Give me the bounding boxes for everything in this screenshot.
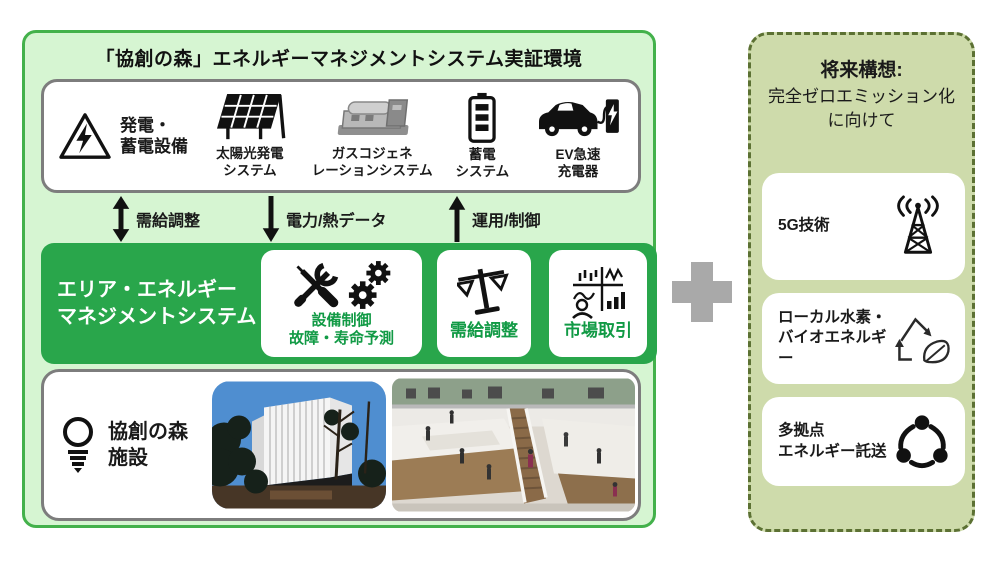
function-label: 市場取引 <box>564 321 632 341</box>
future-item-hydrogen-bio: ローカル水素・ バイオエネルギー <box>762 293 965 384</box>
ev-charger-label: EV急速 充電器 <box>555 146 601 179</box>
future-vision-title: 将来構想: 完全ゼロエミッション化 に向けて <box>768 60 955 131</box>
future-item-label: 多拠点 エネルギー託送 <box>778 422 887 460</box>
aems-box: エリア・エネルギー マネジメントシステム <box>41 243 657 364</box>
ev-charger-icon <box>532 92 624 144</box>
equipment-item-solar: 太陽光発電 システム <box>211 93 289 180</box>
facility-label: 協創の森 施設 <box>108 421 188 469</box>
future-item-5g: 5G技術 <box>762 173 965 280</box>
balance-scale-icon <box>457 265 511 319</box>
plus-sign <box>672 262 732 322</box>
demo-environment-panel: 「協創の森」エネルギーマネジメントシステム実証環境 発電・ 蓄電設備 <box>22 30 657 528</box>
generation-storage-heading: 発電・ 蓄電設備 <box>58 111 188 161</box>
future-vision-panel: 将来構想: 完全ゼロエミッション化 に向けて 5G技術 <box>748 32 975 532</box>
future-item-multi-site: 多拠点 エネルギー託送 <box>762 397 965 486</box>
tools-icon <box>290 259 342 311</box>
function-equipment-control: 設備制御 故障・寿命予測 <box>261 250 422 357</box>
function-label: 設備制御 故障・寿命予測 <box>288 312 394 347</box>
multi-site-network-icon <box>893 413 951 471</box>
gas-cogeneration-label: ガスコジェネ レーションシステム <box>311 145 433 178</box>
atrium-interior-photo <box>392 378 635 512</box>
building-exterior-photo <box>212 381 386 509</box>
gas-cogeneration-icon <box>328 93 416 143</box>
flow-label: 運用/制御 <box>472 213 541 230</box>
function-label: 需給調整 <box>450 321 518 341</box>
battery-icon <box>466 92 498 144</box>
gears-icon <box>348 259 394 311</box>
equipment-box: 発電・ 蓄電設備 <box>41 79 641 193</box>
double-arrow-icon <box>111 196 131 242</box>
up-arrow-icon <box>447 196 467 242</box>
equipment-item-gas-cogeneration: ガスコジェネ レーションシステム <box>312 93 433 180</box>
equipment-item-ev-charger: EV急速 充電器 <box>532 92 624 181</box>
solar-label: 太陽光発電 システム <box>216 145 284 178</box>
flow-supply-demand: 需給調整 <box>111 196 200 242</box>
antenna-tower-icon <box>885 194 951 259</box>
lightbulb-icon <box>58 416 98 474</box>
flow-label: 需給調整 <box>136 213 201 230</box>
battery-label: 蓄電 システム <box>455 146 510 179</box>
flow-operation-control: 運用/制御 <box>447 196 540 242</box>
equipment-item-battery: 蓄電 システム <box>455 92 510 181</box>
generation-storage-label: 発電・ 蓄電設備 <box>120 115 188 156</box>
market-chart-icon <box>571 265 625 320</box>
facility-box: 協創の森 施設 <box>41 369 641 521</box>
function-market-trading: 市場取引 <box>549 250 647 357</box>
down-arrow-icon <box>261 196 281 242</box>
panel-title: 「協創の森」エネルギーマネジメントシステム実証環境 <box>95 49 583 70</box>
high-voltage-warning-icon <box>58 111 112 161</box>
flow-power-heat-data: 電力/熱データ <box>261 196 386 242</box>
function-supply-demand: 需給調整 <box>437 250 531 357</box>
future-item-label: ローカル水素・ バイオエネルギー <box>778 309 887 367</box>
recycle-leaf-icon <box>887 311 951 367</box>
flow-label: 電力/熱データ <box>286 213 387 230</box>
solar-panel-icon <box>211 93 289 143</box>
future-item-label: 5G技術 <box>778 217 830 235</box>
aems-label: エリア・エネルギー マネジメントシステム <box>57 278 257 328</box>
